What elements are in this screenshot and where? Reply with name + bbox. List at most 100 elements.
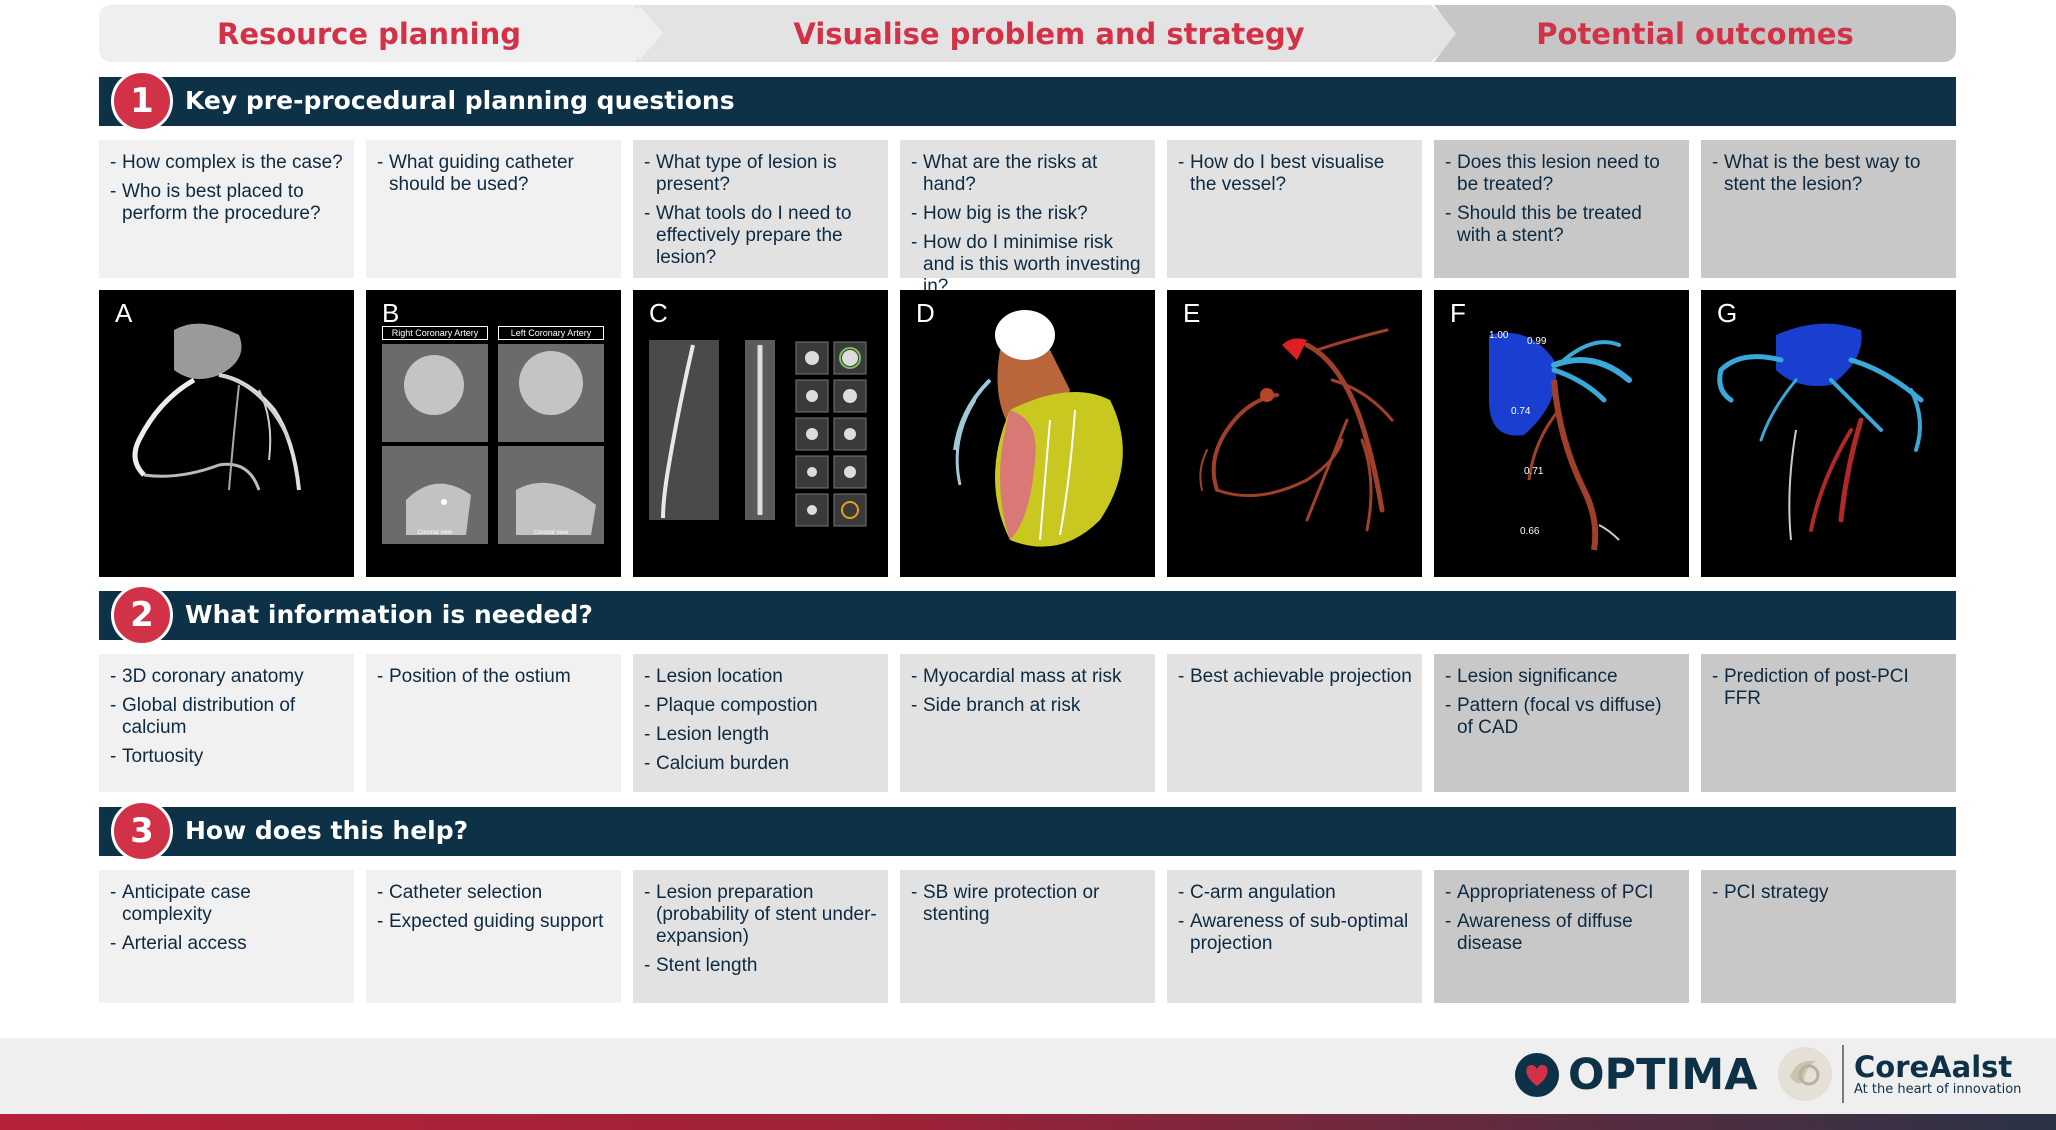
list-item: Lesion significance xyxy=(1445,666,1679,688)
questions-cell-b: What guiding catheter should be used? xyxy=(366,140,621,278)
list-item: How do I best visualise the vessel? xyxy=(1178,152,1412,196)
post-pci-ffr-illustration xyxy=(1717,323,1924,541)
stage-header: Resource planning Visualise problem and … xyxy=(99,5,1956,62)
coreaalst-logo: CoreAalst At the heart of innovation xyxy=(1776,1043,2021,1105)
ct-cross-section-illustration xyxy=(382,344,604,544)
list-item: PCI strategy xyxy=(1712,882,1946,904)
vessel-projection-illustration xyxy=(1199,328,1394,532)
help-cell-e: C-arm angulation Awareness of sub-optima… xyxy=(1167,870,1422,1003)
information-cell-c: Lesion location Plaque compostion Lesion… xyxy=(633,654,888,792)
help-cell-b: Catheter selection Expected guiding supp… xyxy=(366,870,621,1003)
panel-label: C xyxy=(649,298,668,328)
section-number-3: 3 xyxy=(111,800,173,862)
information-cell-f: Lesion significance Pattern (focal vs di… xyxy=(1434,654,1689,792)
section-title-3: How does this help? xyxy=(185,816,469,845)
myocardium-at-risk-illustration xyxy=(953,310,1123,547)
ffr-value-label: 0.99 xyxy=(1527,336,1547,347)
list-item: Catheter selection xyxy=(377,882,611,904)
image-panel-a: A xyxy=(99,290,354,577)
list-item: SB wire protection or stenting xyxy=(911,882,1145,926)
list-item: Tortuosity xyxy=(110,746,344,768)
panel-label: B xyxy=(382,298,400,328)
list-item: Myocardial mass at risk xyxy=(911,666,1145,688)
section-bar-3 xyxy=(99,807,1956,856)
list-item: What guiding catheter should be used? xyxy=(377,152,611,196)
list-item: C-arm angulation xyxy=(1178,882,1412,904)
list-item: Awareness of sub-optimal projection xyxy=(1178,911,1412,955)
lca-caption: Coronal view xyxy=(533,530,569,536)
logo-divider xyxy=(1842,1045,1844,1103)
optima-wordmark: OPTIMA xyxy=(1568,1050,1758,1100)
list-item: Lesion length xyxy=(644,724,878,746)
information-cell-a: 3D coronary anatomy Global distribution … xyxy=(99,654,354,792)
section-title-2: What information is needed? xyxy=(185,600,593,629)
image-panel-e: E xyxy=(1167,290,1422,577)
list-item: Expected guiding support xyxy=(377,911,611,933)
ffr-value-label: 0.71 xyxy=(1524,466,1544,477)
coreaalst-text-block: CoreAalst At the heart of innovation xyxy=(1854,1052,2021,1097)
list-item: Plaque compostion xyxy=(644,695,878,717)
ffr-value-label: 0.66 xyxy=(1520,526,1540,537)
section-number-1: 1 xyxy=(111,70,173,132)
optima-heart-icon xyxy=(1515,1053,1559,1097)
image-panel-b: B Right Coronary Artery Left Coronary Ar… xyxy=(366,290,621,577)
panel-label: F xyxy=(1450,298,1466,328)
information-cell-b: Position of the ostium xyxy=(366,654,621,792)
coreaalst-wordmark: CoreAalst xyxy=(1854,1049,2013,1084)
panel-label: G xyxy=(1717,298,1738,328)
panel-label: E xyxy=(1183,298,1201,328)
list-item: Awareness of diffuse disease xyxy=(1445,911,1679,955)
stage-label: Potential outcomes xyxy=(1536,16,1854,51)
section-bar-2 xyxy=(99,591,1956,640)
questions-cell-g: What is the best way to stent the lesion… xyxy=(1701,140,1956,278)
questions-cell-c: What type of lesion is present? What too… xyxy=(633,140,888,278)
list-item: Best achievable projection xyxy=(1178,666,1412,688)
list-item: How do I minimise risk and is this worth… xyxy=(911,232,1145,298)
image-panel-f: F 1.00 0.99 0.74 0.71 0.66 xyxy=(1434,290,1689,577)
ffr-value-label: 1.00 xyxy=(1489,330,1509,341)
help-cell-c: Lesion preparation (probability of stent… xyxy=(633,870,888,1003)
questions-cell-a: How complex is the case? Who is best pla… xyxy=(99,140,354,278)
stage-label: Resource planning xyxy=(217,16,521,51)
help-cell-a: Anticipate case complexity Arterial acce… xyxy=(99,870,354,1003)
section-bar-1 xyxy=(99,77,1956,126)
stage-label: Visualise problem and strategy xyxy=(793,16,1305,51)
image-panel-c: C xyxy=(633,290,888,577)
coreaalst-emblem-icon xyxy=(1778,1047,1832,1101)
help-cell-g: PCI strategy xyxy=(1701,870,1956,1003)
list-item: Prediction of post-PCI FFR xyxy=(1712,666,1946,710)
list-item: Should this be treated with a stent? xyxy=(1445,203,1679,247)
list-item: Lesion preparation (probability of stent… xyxy=(644,882,878,948)
information-cell-d: Myocardial mass at risk Side branch at r… xyxy=(900,654,1155,792)
list-item: Lesion location xyxy=(644,666,878,688)
list-item: What tools do I need to effectively prep… xyxy=(644,203,878,269)
list-item: What is the best way to stent the lesion… xyxy=(1712,152,1946,196)
panel-label: A xyxy=(115,298,133,328)
list-item: Pattern (focal vs diffuse) of CAD xyxy=(1445,695,1679,739)
list-item: Arterial access xyxy=(110,933,344,955)
stage-resource-planning: Resource planning xyxy=(99,5,663,62)
ffr-ct-illustration xyxy=(1489,332,1632,551)
list-item: Stent length xyxy=(644,955,878,977)
coreaalst-tagline: At the heart of innovation xyxy=(1854,1081,2022,1097)
plaque-analysis-illustration xyxy=(649,340,867,527)
list-item: Position of the ostium xyxy=(377,666,611,688)
optima-logo: OPTIMA xyxy=(1514,1050,1757,1100)
section-number-2: 2 xyxy=(111,584,173,646)
information-cell-e: Best achievable projection xyxy=(1167,654,1422,792)
list-item: Who is best placed to perform the proced… xyxy=(110,181,344,225)
bottom-accent-stripe xyxy=(0,1114,2056,1130)
list-item: How complex is the case? xyxy=(110,152,344,174)
footer xyxy=(0,1038,2056,1114)
questions-cell-d: What are the risks at hand? How big is t… xyxy=(900,140,1155,297)
list-item: What type of lesion is present? xyxy=(644,152,878,196)
questions-cell-f: Does this lesion need to be treated? Sho… xyxy=(1434,140,1689,278)
list-item: Global distribution of calcium xyxy=(110,695,344,739)
stage-potential-outcomes: Potential outcomes xyxy=(1434,5,1956,62)
rca-caption: Coronal view xyxy=(417,530,453,536)
help-cell-d: SB wire protection or stenting xyxy=(900,870,1155,1003)
ffr-value-label: 0.74 xyxy=(1511,406,1531,417)
list-item: Does this lesion need to be treated? xyxy=(1445,152,1679,196)
list-item: 3D coronary anatomy xyxy=(110,666,344,688)
list-item: What are the risks at hand? xyxy=(911,152,1145,196)
